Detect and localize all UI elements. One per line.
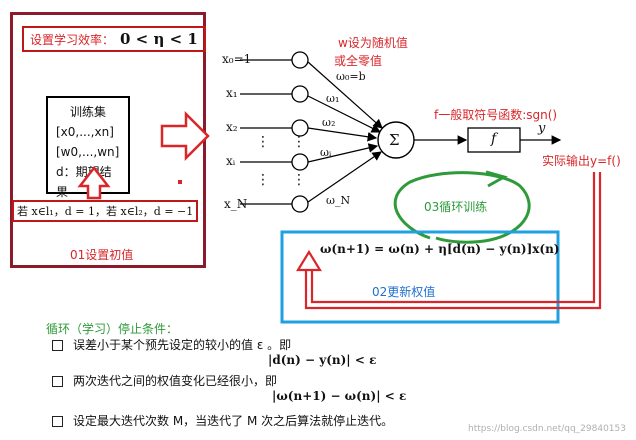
right-arrow — [160, 110, 210, 162]
output-note: 实际输出y=f() — [542, 154, 621, 168]
stop-item-1-formula: |d(n) − y(n)| < ε — [268, 353, 377, 367]
input-label-n: x_N — [224, 197, 248, 211]
weight-label-2: ω₂ — [322, 116, 336, 129]
activation-symbol: f — [491, 131, 497, 147]
stop-item-1-text: 误差小于某个预先设定的较小的值 ε 。即 — [73, 338, 292, 352]
watermark: https://blog.csdn.net/qq_29840153 — [467, 424, 626, 434]
weight-label-n: ω_N — [326, 194, 351, 207]
input-label-2: x₂ — [226, 120, 238, 134]
training-x-line: [x0,...,xn] — [56, 125, 114, 139]
update-box — [280, 230, 560, 324]
bullet-square-icon — [52, 340, 63, 351]
input-nodes — [291, 51, 309, 213]
bullet-square-icon — [52, 376, 63, 387]
eta-range-formula: 0 < η < 1 — [120, 30, 198, 48]
stop-item-3: 设定最大迭代次数 M，当迭代了 M 次之后算法就停止迭代。 — [52, 412, 393, 429]
weight-note-line1: w设为随机值 — [338, 36, 408, 50]
weight-update-formula: ω(n+1) = ω(n) + η[d(n) − y(n)]x(n) — [320, 242, 560, 256]
dots-1: ⋮ — [256, 134, 270, 150]
activation-note: f一般取符号函数:sgn() — [434, 108, 558, 122]
init-caption: 01设置初值 — [70, 248, 134, 262]
stop-title: 循环（学习）停止条件： — [46, 322, 179, 336]
input-label-i: xᵢ — [226, 154, 236, 168]
input-label-0: x₀=1 — [222, 52, 252, 66]
learning-rate-label: 设置学习效率： — [30, 33, 115, 47]
input-label-1: x₁ — [226, 86, 238, 100]
dots-4: ⋮ — [292, 172, 306, 188]
stop-item-2-formula: |ω(n+1) − ω(n)| < ε — [272, 389, 407, 403]
class-condition-box: 若 x∈l₁，d = 1，若 x∈l₂，d = −1 — [12, 200, 199, 222]
stop-item-2: 两次迭代之间的权值变化已经很小，即 — [52, 372, 277, 389]
sum-symbol: Σ — [389, 131, 400, 149]
red-dot — [178, 180, 182, 184]
up-arrow — [77, 165, 111, 200]
stop-item-3-text: 设定最大迭代次数 M，当迭代了 M 次之后算法就停止迭代。 — [73, 414, 394, 428]
training-set-heading: 训练集 — [69, 105, 106, 119]
loop-label: 03循环训练 — [424, 200, 488, 214]
weight-note-line2: 或全零值 — [334, 54, 383, 68]
weight-label-0: ω₀=b — [336, 70, 366, 83]
weight-label-1: ω₁ — [326, 92, 340, 105]
dots-3: ⋮ — [292, 134, 306, 150]
loop-ellipse — [393, 171, 531, 244]
weight-label-i: ωᵢ — [320, 146, 332, 159]
stop-item-1: 误差小于某个预先设定的较小的值 ε 。即 — [52, 336, 291, 353]
output-symbol: y — [538, 121, 546, 136]
feedback-line-outer — [304, 172, 602, 310]
feedback-arrow-head — [296, 249, 322, 272]
bullet-square-icon — [52, 416, 63, 427]
feedback-line-inner — [310, 172, 596, 304]
update-label: 02更新权值 — [372, 285, 436, 299]
stop-item-2-text: 两次迭代之间的权值变化已经很小，即 — [73, 374, 278, 388]
learning-rate-box: 设置学习效率： 0 < η < 1 — [22, 26, 206, 52]
dots-2: ⋮ — [256, 172, 270, 188]
training-w-line: [w0,...,wn] — [56, 145, 120, 159]
loop-arrow-head — [485, 170, 508, 188]
